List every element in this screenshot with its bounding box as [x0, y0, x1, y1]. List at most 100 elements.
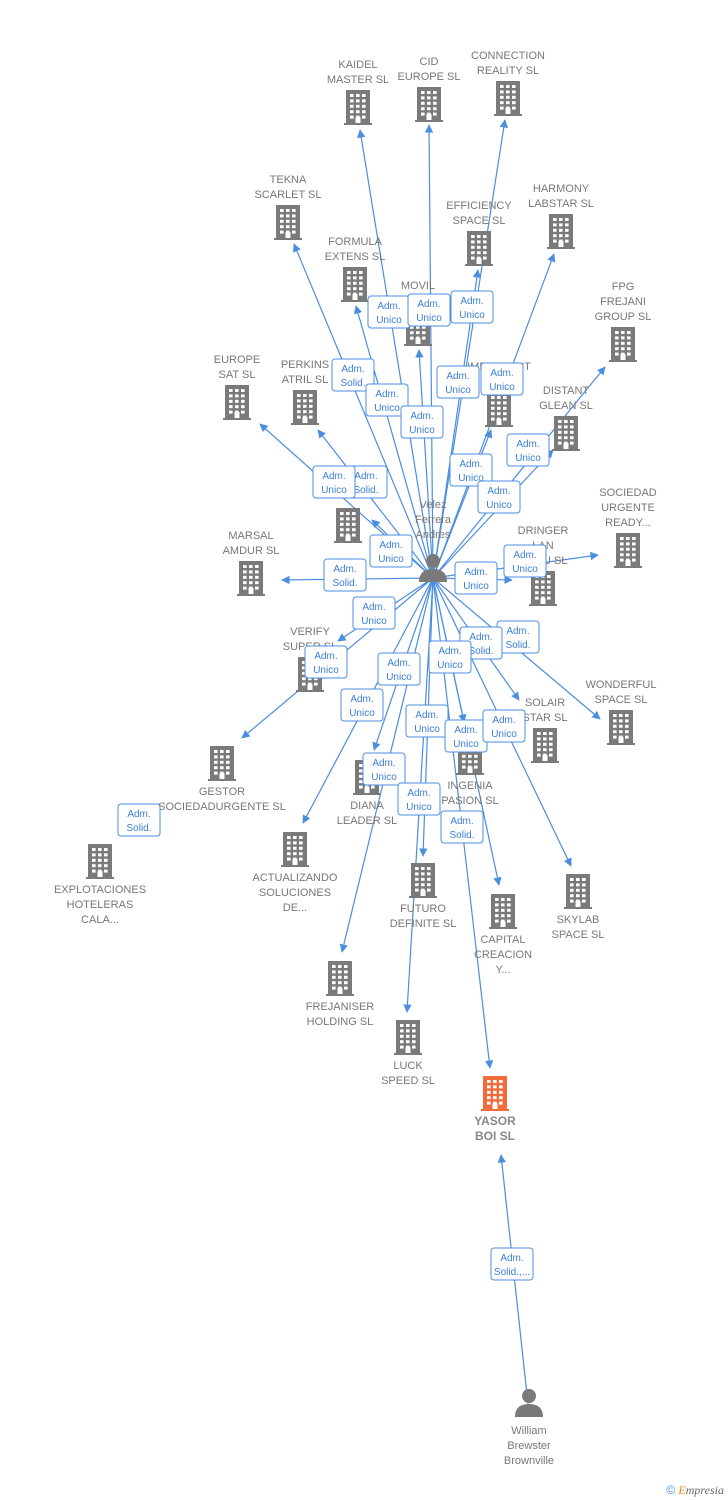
badge-label: Adm.: [417, 299, 440, 310]
company-node-nolabel[interactable]: [334, 508, 362, 543]
relation-badge[interactable]: Adm.Unico: [444, 719, 488, 753]
relation-badge[interactable]: Adm.Solid.: [323, 558, 367, 592]
company-label: CALA...: [81, 914, 119, 926]
company-node-actualizando[interactable]: ACTUALIZANDOSOLUCIONESDE...: [253, 832, 338, 914]
copyright-symbol: ©: [666, 1483, 676, 1497]
building-icon: [552, 416, 580, 451]
badge-label: Unico: [414, 724, 440, 735]
relation-badge[interactable]: Adm.Unico: [405, 704, 449, 738]
relation-badge[interactable]: Adm.Unico: [506, 433, 550, 467]
company-node-sociedad[interactable]: SOCIEDADURGENTEREADY...: [599, 487, 657, 568]
relation-badge[interactable]: Adm.Unico: [312, 465, 356, 499]
relation-badge[interactable]: Adm.Unico: [503, 544, 547, 578]
company-label: STAR SL: [522, 712, 567, 724]
company-label: HARMONY: [533, 183, 590, 195]
relation-badge[interactable]: Adm.Solid.: [496, 620, 540, 654]
relation-badge[interactable]: Adm.Unico: [477, 480, 521, 514]
badge-label: Unico: [445, 385, 471, 396]
relation-badge[interactable]: Adm.Unico: [454, 561, 498, 595]
company-label: SOLUCIONES: [259, 887, 331, 899]
brand-logo-text: mpresia: [685, 1483, 724, 1497]
relation-badge[interactable]: Adm.Unico: [367, 295, 411, 329]
building-icon: [494, 81, 522, 116]
company-label: DEFINITE SL: [390, 918, 457, 930]
badge-label: Adm.: [375, 389, 398, 400]
badge-label: Unico: [349, 708, 375, 719]
relation-badge[interactable]: Adm.Unico: [407, 293, 451, 327]
relation-badge[interactable]: Adm. Solid.: [117, 803, 161, 837]
badge-label: Adm.: [387, 658, 410, 669]
company-label: CID: [420, 56, 439, 68]
relation-badge[interactable]: Adm.Unico: [397, 782, 441, 816]
building-icon: [415, 87, 443, 122]
badge-label: Unico: [515, 453, 541, 464]
company-label: EXTENS SL: [325, 251, 386, 263]
relation-badge[interactable]: Adm.Solid.: [440, 810, 484, 844]
company-label: SPACE SL: [552, 929, 605, 941]
badge-box: [362, 752, 406, 786]
badge-label: Solid.: [505, 640, 530, 651]
relation-badge[interactable]: Adm.Solid.: [331, 358, 375, 392]
relation-badge[interactable]: Adm.Unico: [369, 534, 413, 568]
edge-velez-to-perkins: [317, 429, 434, 579]
company-label: SOCIEDAD: [599, 487, 657, 499]
relation-badge[interactable]: Adm.Unico: [362, 752, 406, 786]
company-node-explotaciones[interactable]: EXPLOTACIONESHOTELERASCALA...: [54, 844, 146, 926]
relation-badge[interactable]: Adm.Unico: [365, 383, 409, 417]
building-icon: [281, 832, 309, 867]
badge-label: Adm.: [450, 816, 473, 827]
company-label: GESTOR: [199, 786, 245, 798]
edge-velez-to-connection: [432, 119, 508, 579]
edge-velez-to-tekna: [293, 243, 434, 579]
building-icon: [326, 961, 354, 996]
relation-badge[interactable]: Adm.Unico: [400, 405, 444, 439]
relation-badge[interactable]: Adm.Unico: [352, 596, 396, 630]
relation-badge[interactable]: Adm.Unico: [304, 645, 348, 679]
person-label: William: [511, 1425, 546, 1437]
relation-badge[interactable]: Adm.Unico: [449, 453, 493, 487]
badge-label: Adm.: [407, 788, 430, 799]
badge-label: Unico: [486, 500, 512, 511]
badge-label: Adm.: [127, 809, 150, 820]
relation-badge[interactable]: Adm.Unico: [428, 640, 472, 674]
badge-label: Unico: [409, 425, 435, 436]
relation-badge[interactable]: Adm.Unico: [480, 362, 524, 396]
badge-label: Solid.: [126, 823, 151, 834]
badge-box: [397, 782, 441, 816]
relation-badge[interactable]: Adm.Unico: [436, 365, 480, 399]
badge-box: [477, 480, 521, 514]
relation-badge[interactable]: Adm.Unico: [340, 688, 384, 722]
relation-badge[interactable]: Adm.Solid.,...: [490, 1247, 534, 1281]
relation-badge[interactable]: Adm.Unico: [377, 652, 421, 686]
brand-logo[interactable]: Empresia: [678, 1483, 724, 1497]
badge-box: [369, 534, 413, 568]
relation-badge[interactable]: Adm.Unico: [450, 290, 494, 324]
company-node-capital[interactable]: CAPITALCREACIONY...: [474, 894, 532, 976]
relation-badge[interactable]: Adm.Unico: [482, 709, 526, 743]
company-label: MOVIL: [401, 280, 435, 292]
building-icon: [547, 214, 575, 249]
